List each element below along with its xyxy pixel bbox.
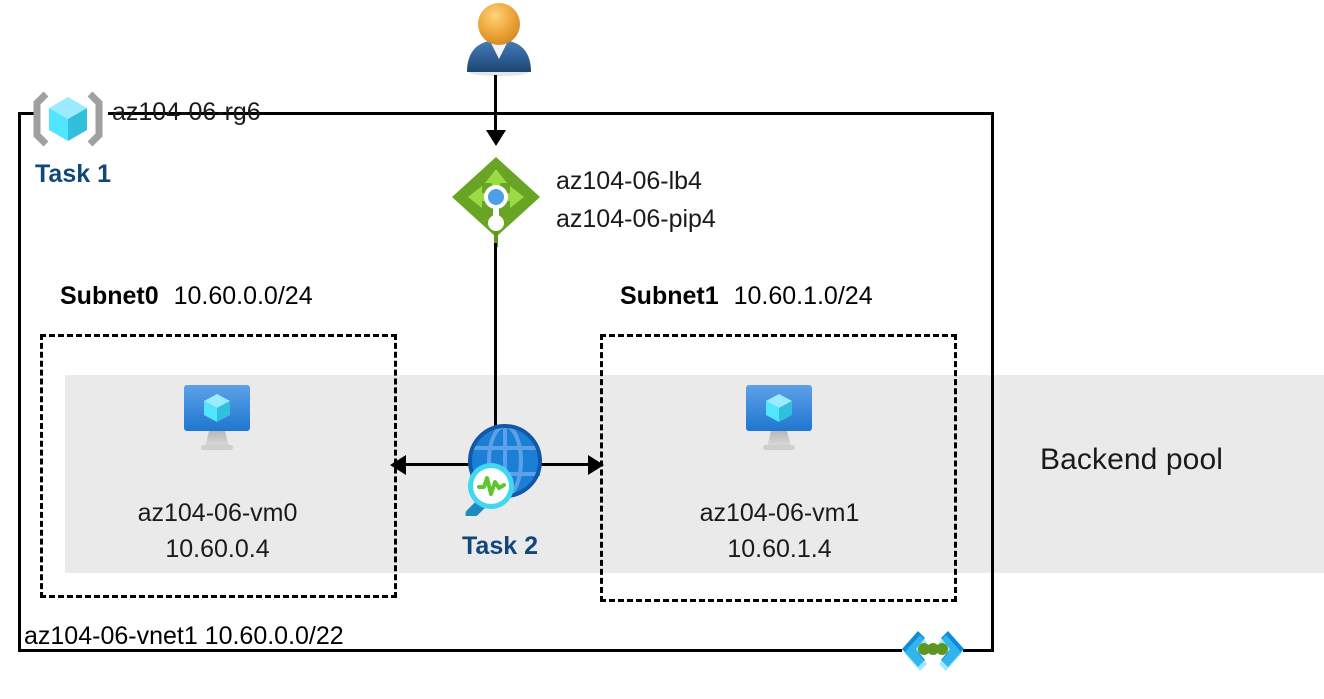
resource-group-border-bottom-left	[18, 649, 902, 652]
subnet0-header: Subnet0 10.60.0.0/24	[60, 282, 313, 311]
task-1-label: Task 1	[35, 160, 111, 188]
resource-group-border-top-right	[108, 112, 994, 115]
virtual-machine-icon-vm1	[741, 383, 817, 455]
resource-group-border-bottom-right	[963, 649, 994, 652]
backend-pool-label: Backend pool	[1040, 443, 1224, 476]
vm0-name: az104-06-vm0	[137, 499, 298, 527]
virtual-network-label: az104-06-vnet1 10.60.0.0/22	[24, 622, 344, 650]
load-balancer-labels: az104-06-lb4 az104-06-pip4	[556, 162, 716, 238]
lb-to-vnet-line	[494, 243, 497, 445]
vm1-labels: az104-06-vm1 10.60.1.4	[627, 495, 932, 567]
subnet0-cidr: 10.60.0.0/24	[173, 282, 313, 310]
resource-group-name: az104-06-rg6	[112, 98, 261, 126]
load-balancer-name: az104-06-lb4	[556, 167, 702, 195]
resource-group-icon	[30, 88, 106, 150]
subnet0-name: Subnet0	[60, 282, 159, 310]
resource-group-border-right	[991, 112, 994, 652]
subnet1-name: Subnet1	[620, 282, 719, 310]
vm0-ip: 10.60.0.4	[165, 535, 270, 563]
subnet-connectivity-arrow-head-right	[588, 455, 604, 475]
subnet1-header: Subnet1 10.60.1.0/24	[620, 282, 873, 311]
task-2-label: Task 2	[462, 532, 538, 560]
user-to-lb-arrow-line	[494, 75, 497, 133]
virtual-machine-icon-vm0	[179, 383, 255, 455]
load-balancer-icon	[450, 155, 542, 249]
public-ip-name: az104-06-pip4	[556, 205, 716, 233]
network-watcher-icon	[455, 420, 548, 520]
vm1-name: az104-06-vm1	[699, 499, 860, 527]
user-to-lb-arrow-head	[486, 130, 506, 146]
vm1-ip: 10.60.1.4	[727, 535, 832, 563]
resource-group-border-left	[18, 112, 21, 652]
subnet1-cidr: 10.60.1.0/24	[733, 282, 873, 310]
user-icon	[459, 2, 539, 77]
backend-pool-band	[65, 375, 1324, 573]
resource-group-border-top-left	[18, 112, 40, 115]
virtual-network-icon	[898, 625, 968, 673]
subnet-connectivity-arrow-head-left	[390, 455, 406, 475]
vm0-labels: az104-06-vm0 10.60.0.4	[65, 495, 370, 567]
